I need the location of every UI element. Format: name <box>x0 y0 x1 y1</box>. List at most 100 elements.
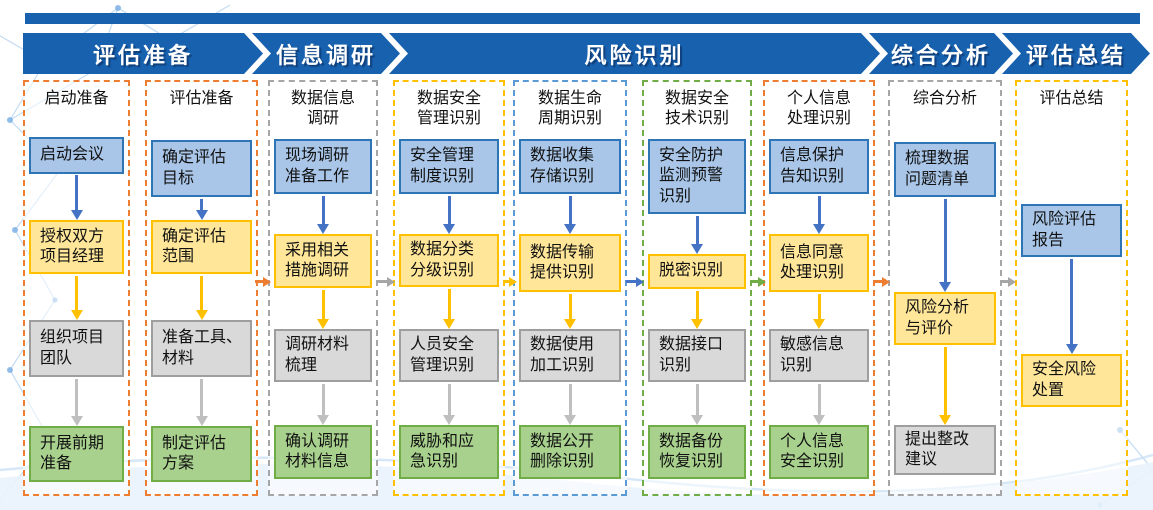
arrow-down-icon <box>691 291 703 329</box>
stage-column-launch-prep: 启动准备 启动会议 授权双方 项目经理 组织项目 团队 开展前期 准备 <box>23 80 130 496</box>
stage-column-assessment-prep: 评估准备 确定评估 目标 确定评估 范围 准备工具、 材料 制定评估 方案 <box>145 80 258 496</box>
flow-node-label: 梳理数据 问题清单 <box>905 150 970 188</box>
column-title: 启动准备 <box>44 90 109 107</box>
arrow-down-icon <box>317 384 329 425</box>
arrow-down-icon <box>564 294 576 329</box>
flow-node-label: 现场调研 准备工作 <box>285 147 350 185</box>
banner-label: 评估总结 <box>1025 42 1126 68</box>
connector-arrow-right-icon <box>1000 276 1016 287</box>
flow-node-label: 制定评估 方案 <box>162 434 227 472</box>
flow-node-label: 数据接口 识别 <box>659 336 724 374</box>
connector-arrow-right-icon <box>377 276 395 287</box>
flow-node: 现场调研 准备工作 <box>274 139 372 194</box>
column-title: 评估总结 <box>1039 90 1104 107</box>
flow-node-label: 提出整改 建议 <box>905 430 970 468</box>
arrow-down-icon <box>317 290 329 329</box>
banner-segment-assessment-summary: 评估总结 <box>1002 33 1150 74</box>
flow-node: 信息保护 告知识别 <box>769 139 869 194</box>
flow-node: 数据收集 存储识别 <box>519 139 621 194</box>
flow-node-label: 组织项目 团队 <box>40 329 105 367</box>
flow-node: 提出整改 建议 <box>894 425 996 475</box>
flow-node-label: 风险分析 与评价 <box>905 299 970 337</box>
arrow-down-icon <box>195 379 208 426</box>
banner-label: 评估准备 <box>92 42 193 68</box>
arrow-down-icon <box>564 384 576 425</box>
flow-node: 安全防护 监测预警 识别 <box>648 139 746 214</box>
arrow-down-icon <box>691 216 703 254</box>
flow-node-label: 确认调研 材料信息 <box>285 432 350 470</box>
flow-node: 威胁和应 急识别 <box>399 425 499 479</box>
flow-node: 数据分类 分级识别 <box>399 234 499 287</box>
flow-node: 准备工具、 材料 <box>151 320 252 377</box>
arrow-down-icon <box>70 276 83 320</box>
flow-node-label: 脱密识别 <box>659 262 724 280</box>
connector-arrow-right-icon <box>874 276 890 287</box>
flow-node: 风险分析 与评价 <box>894 292 996 345</box>
flow-node: 制定评估 方案 <box>151 426 252 482</box>
stage-column-comprehensive-analysis: 综合分析 梳理数据 问题清单 风险分析 与评价 提出整改 建议 <box>888 80 1002 496</box>
column-title: 评估准备 <box>169 90 234 107</box>
flow-node-label: 开展前期 准备 <box>40 434 105 472</box>
flow-node: 数据使用 加工识别 <box>519 329 621 382</box>
flow-node: 人员安全 管理识别 <box>399 329 499 382</box>
flow-node-label: 安全防护 监测预警 识别 <box>659 147 724 205</box>
banner-label: 信息调研 <box>275 42 376 68</box>
connector-arrow-right-icon <box>750 276 766 287</box>
banner-segment-assessment-prep: 评估准备 <box>23 33 263 74</box>
flow-node: 启动会议 <box>29 137 124 174</box>
flow-node: 安全管理 制度识别 <box>399 139 499 194</box>
flow-node-label: 个人信息 安全识别 <box>780 432 845 470</box>
flow-node-label: 数据传输 提供识别 <box>530 243 595 281</box>
flow-node-label: 敏感信息 识别 <box>780 336 845 374</box>
flow-node: 确定评估 目标 <box>151 140 252 197</box>
arrow-down-icon <box>317 196 329 234</box>
arrow-down-icon <box>195 276 208 320</box>
stage-column-assessment-summary: 评估总结 风险评估 报告 安全风险 处置 <box>1015 80 1128 496</box>
column-title: 数据生命 周期识别 <box>537 90 602 127</box>
flow-node: 安全风险 处置 <box>1021 354 1122 407</box>
flow-node-label: 调研材料 梳理 <box>285 336 350 374</box>
flow-node: 授权双方 项目经理 <box>29 220 124 274</box>
arrow-down-icon <box>813 294 825 329</box>
flow-node-label: 数据备份 恢复识别 <box>659 432 724 470</box>
flow-node-label: 信息保护 告知识别 <box>780 147 845 185</box>
column-title: 数据安全 管理识别 <box>416 90 481 127</box>
flow-node-label: 人员安全 管理识别 <box>410 336 475 374</box>
flow-node: 确定评估 范围 <box>151 220 252 274</box>
arrow-down-icon <box>939 347 951 425</box>
flow-node: 数据公开 删除识别 <box>519 425 621 479</box>
flow-node-label: 数据收集 存储识别 <box>530 147 595 185</box>
arrow-down-icon <box>813 196 825 234</box>
flow-node-label: 确定评估 目标 <box>162 149 227 187</box>
arrow-down-icon <box>443 196 455 234</box>
flow-node-label: 数据使用 加工识别 <box>530 336 595 374</box>
flow-node: 信息同意 处理识别 <box>769 234 869 292</box>
arrow-down-icon <box>70 379 83 426</box>
flow-node-label: 确定评估 范围 <box>162 227 227 265</box>
flow-node: 风险评估 报告 <box>1021 204 1122 257</box>
flow-node-label: 授权双方 项目经理 <box>40 227 105 265</box>
flow-node: 数据备份 恢复识别 <box>648 425 746 479</box>
arrow-down-icon <box>939 199 951 292</box>
flow-node: 数据接口 识别 <box>648 329 746 382</box>
banner-segment-risk-identification: 风险识别 <box>389 33 880 74</box>
arrow-down-icon <box>691 384 703 425</box>
connector-arrow-right-icon <box>626 276 644 287</box>
flow-node: 调研材料 梳理 <box>274 329 372 382</box>
flow-node-label: 数据公开 删除识别 <box>530 432 595 470</box>
flow-node: 敏感信息 识别 <box>769 329 869 382</box>
flow-node-label: 安全风险 处置 <box>1032 361 1097 399</box>
stage-column-data-security-mgmt: 数据安全 管理识别 安全管理 制度识别 数据分类 分级识别 人员安全 管理识别 … <box>393 80 505 496</box>
flow-node-label: 启动会议 <box>40 146 105 164</box>
flow-node-label: 风险评估 报告 <box>1032 211 1097 249</box>
flow-node-label: 数据分类 分级识别 <box>410 241 475 279</box>
banner-label: 风险识别 <box>584 42 685 68</box>
flow-node: 开展前期 准备 <box>29 426 124 482</box>
flow-node-label: 准备工具、 材料 <box>162 329 243 367</box>
flow-node: 个人信息 安全识别 <box>769 425 869 479</box>
flow-node-label: 信息同意 处理识别 <box>780 243 845 281</box>
flow-node: 脱密识别 <box>648 254 746 289</box>
arrow-down-icon <box>564 196 576 234</box>
stage-column-data-security-tech: 数据安全 技术识别 安全防护 监测预警 识别 脱密识别 数据接口 识别 数据备份… <box>642 80 752 496</box>
